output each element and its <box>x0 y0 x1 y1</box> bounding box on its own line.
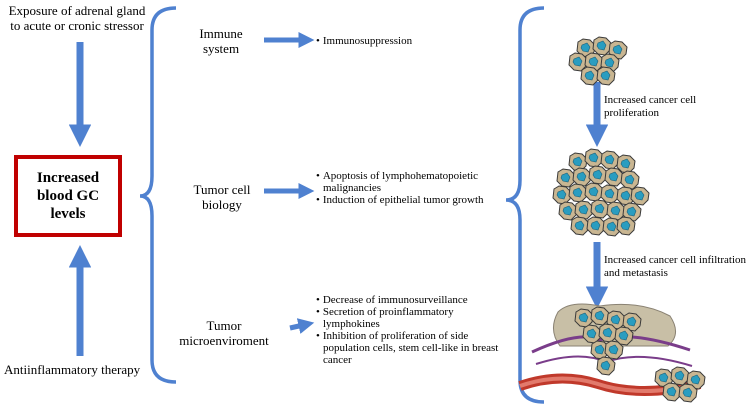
progression-step-1-line-1: Increased cancer cell <box>604 94 697 106</box>
system-microenv-line-2: microenviroment <box>179 333 269 348</box>
progression-step-2: Increased cancer cell infiltration and m… <box>604 254 746 280</box>
right-brace <box>505 6 545 404</box>
progression-step-2-line-2: and metastasis <box>604 267 668 279</box>
gc-levels-box: Increased blood GC levels <box>14 155 122 237</box>
stressor-line-1: Exposure of adrenal gland <box>8 3 146 18</box>
effect-item: Immunosuppression <box>316 35 496 47</box>
cell-cluster-small-icon <box>568 36 628 86</box>
effect-item: Secretion of proinflammatory lymphokines <box>316 306 502 330</box>
progression-step-1-line-2: proliferation <box>604 107 659 119</box>
therapy-label: Antiinflammatory therapy <box>4 362 141 377</box>
effects-microenv: Decrease of immunosurveillance Secretion… <box>316 294 502 366</box>
effects-immune: Immunosuppression <box>316 35 496 47</box>
cell-cluster-large-icon <box>552 148 650 237</box>
system-immune-line-2: system <box>202 41 240 56</box>
system-immune-line-1: Immune <box>199 26 243 41</box>
system-tumor-cell-line-2: biology <box>202 197 242 212</box>
metastasis-illustration-icon <box>518 303 706 403</box>
left-brace <box>139 6 177 384</box>
effects-tumor-cell: Apoptosis of lymphohematopoietic maligna… <box>316 170 506 206</box>
effect-item: Inhibition of proliferation of side popu… <box>316 330 502 366</box>
system-tumor-cell-line-1: Tumor cell <box>193 182 251 197</box>
system-tumor-cell: Tumor cell biology <box>184 182 260 212</box>
progression-step-2-line-1: Increased cancer cell infiltration <box>604 254 747 266</box>
effect-item: Decrease of immunosurveillance <box>316 294 502 306</box>
progression-step-1: Increased cancer cell proliferation <box>604 94 696 120</box>
system-immune: Immune system <box>186 26 256 56</box>
gc-levels-label: Increased blood GC levels <box>36 170 100 222</box>
effect-item: Induction of epithelial tumor growth <box>316 194 506 206</box>
effect-item: Apoptosis of lymphohematopoietic maligna… <box>316 170 506 194</box>
system-microenv: Tumor microenviroment <box>164 318 284 348</box>
arrow-microenv-to-effects <box>289 318 315 334</box>
stressor-label: Exposure of adrenal gland to acute or cr… <box>2 3 152 33</box>
stressor-line-2: to acute or cronic stressor <box>10 18 144 33</box>
system-microenv-line-1: Tumor <box>206 318 242 333</box>
